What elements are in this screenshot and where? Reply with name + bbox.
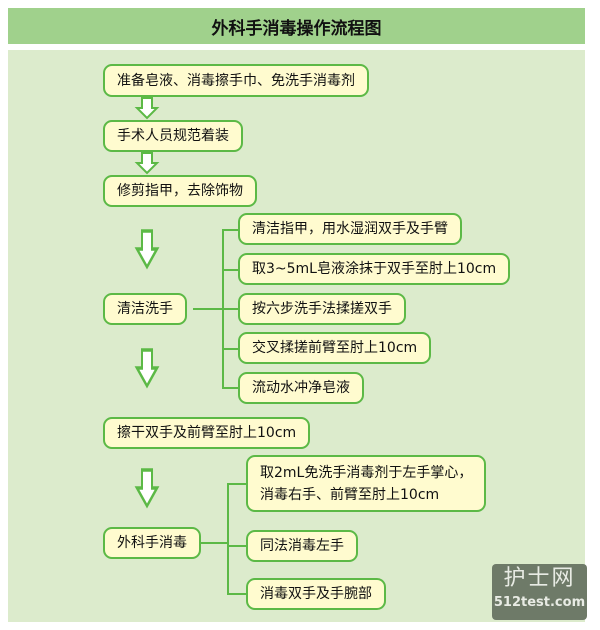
substep-line: 消毒右手、前臂至肘上10cm bbox=[260, 486, 440, 503]
watermark-site: 512test.com bbox=[493, 595, 586, 610]
connector bbox=[222, 269, 238, 271]
step-wash-hands: 清洁洗手 bbox=[103, 293, 187, 325]
substep: 清洁指甲，用水湿润双手及手臂 bbox=[238, 213, 462, 245]
down-arrow-icon bbox=[135, 348, 159, 388]
substep: 流动水冲净皂液 bbox=[238, 372, 364, 404]
page-title: 外科手消毒操作流程图 bbox=[8, 8, 585, 44]
connector bbox=[227, 593, 246, 595]
connector bbox=[222, 229, 238, 231]
step-surgical-disinfection: 外科手消毒 bbox=[103, 527, 201, 559]
step-attire: 手术人员规范着装 bbox=[103, 120, 243, 152]
connector bbox=[222, 387, 238, 389]
down-arrow-icon bbox=[136, 152, 158, 174]
down-arrow-icon bbox=[136, 97, 158, 119]
watermark-logo-text: 护士网 bbox=[503, 566, 576, 591]
connector bbox=[227, 545, 246, 547]
step-prepare: 准备皂液、消毒擦手巾、免洗手消毒剂 bbox=[103, 64, 369, 97]
step-dry-hands: 擦干双手及前臂至肘上10cm bbox=[103, 417, 311, 449]
step-trim-nails: 修剪指甲，去除饰物 bbox=[103, 175, 257, 207]
substep: 取3~5mL皂液涂抹于双手至肘上10cm bbox=[238, 253, 511, 285]
watermark-logo: 护士网 512test.com bbox=[492, 564, 587, 620]
substep: 交叉揉搓前臂至肘上10cm bbox=[238, 332, 432, 364]
connector bbox=[222, 348, 238, 350]
substep: 按六步洗手法揉搓双手 bbox=[238, 293, 406, 325]
substep: 取2mL免洗手消毒剂于左手掌心， 消毒右手、前臂至肘上10cm bbox=[246, 455, 487, 512]
connector bbox=[222, 308, 238, 310]
connector bbox=[200, 542, 228, 544]
down-arrow-icon bbox=[135, 229, 159, 269]
connector bbox=[227, 483, 246, 485]
substep-line: 取2mL免洗手消毒剂于左手掌心， bbox=[260, 464, 473, 481]
substep: 同法消毒左手 bbox=[246, 530, 358, 562]
bracket-line bbox=[227, 483, 229, 594]
connector bbox=[193, 308, 223, 310]
substep: 消毒双手及手腕部 bbox=[246, 578, 386, 610]
down-arrow-icon bbox=[135, 468, 159, 508]
